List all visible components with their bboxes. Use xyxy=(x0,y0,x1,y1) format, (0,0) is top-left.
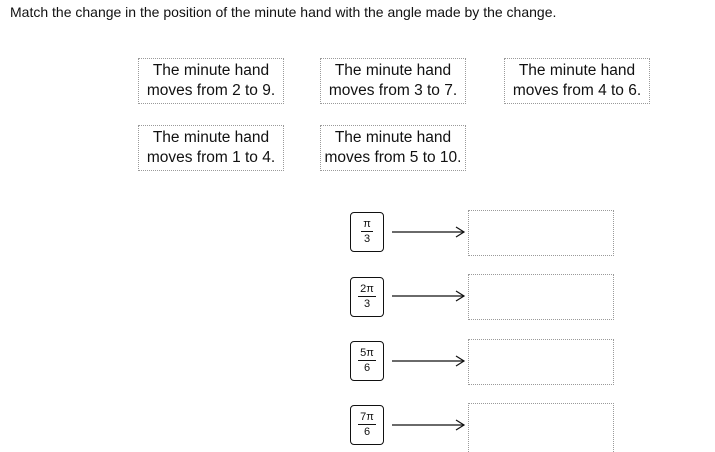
card-line-2: moves from 2 to 9. xyxy=(146,82,276,99)
card-line-1: The minute hand xyxy=(152,129,270,146)
angle-2pi-over-3: 2π 3 xyxy=(350,277,384,317)
card-line-2: moves from 1 to 4. xyxy=(146,149,276,166)
right-arrow-icon xyxy=(392,419,466,431)
fraction-numerator: 5π xyxy=(358,347,376,361)
right-arrow-icon xyxy=(392,355,466,367)
card-line-1: The minute hand xyxy=(334,62,452,79)
answer-card-4-to-6[interactable]: The minute hand moves from 4 to 6. xyxy=(504,58,650,104)
fraction-numerator: 7π xyxy=(358,411,376,425)
fraction: 5π 6 xyxy=(351,347,383,374)
fraction-numerator: π xyxy=(361,218,373,232)
fraction: 2π 3 xyxy=(351,283,383,310)
drop-zone-pi-over-3[interactable] xyxy=(468,210,614,256)
fraction-denominator: 3 xyxy=(363,233,371,245)
fraction-denominator: 6 xyxy=(363,426,371,438)
answer-card-5-to-10[interactable]: The minute hand moves from 5 to 10. xyxy=(320,125,466,171)
fraction-numerator: 2π xyxy=(358,283,376,297)
drop-zone-2pi-over-3[interactable] xyxy=(468,274,614,320)
fraction: π 3 xyxy=(351,218,383,245)
answer-card-1-to-4[interactable]: The minute hand moves from 1 to 4. xyxy=(138,125,284,171)
answer-card-2-to-9[interactable]: The minute hand moves from 2 to 9. xyxy=(138,58,284,104)
card-line-1: The minute hand xyxy=(152,62,270,79)
right-arrow-icon xyxy=(392,290,466,302)
fraction-denominator: 3 xyxy=(363,298,371,310)
card-line-2: moves from 5 to 10. xyxy=(324,149,462,166)
drop-zone-7pi-over-6[interactable] xyxy=(468,403,614,452)
angle-5pi-over-6: 5π 6 xyxy=(350,341,384,381)
fraction-denominator: 6 xyxy=(363,362,371,374)
instruction-text: Match the change in the position of the … xyxy=(10,4,557,20)
drop-zone-5pi-over-6[interactable] xyxy=(468,339,614,385)
answer-card-3-to-7[interactable]: The minute hand moves from 3 to 7. xyxy=(320,58,466,104)
card-line-2: moves from 3 to 7. xyxy=(328,82,458,99)
angle-7pi-over-6: 7π 6 xyxy=(350,405,384,445)
card-line-1: The minute hand xyxy=(518,62,636,79)
angle-pi-over-3: π 3 xyxy=(350,212,384,252)
fraction: 7π 6 xyxy=(351,411,383,438)
card-line-2: moves from 4 to 6. xyxy=(512,82,642,99)
card-line-1: The minute hand xyxy=(334,129,452,146)
right-arrow-icon xyxy=(392,226,466,238)
